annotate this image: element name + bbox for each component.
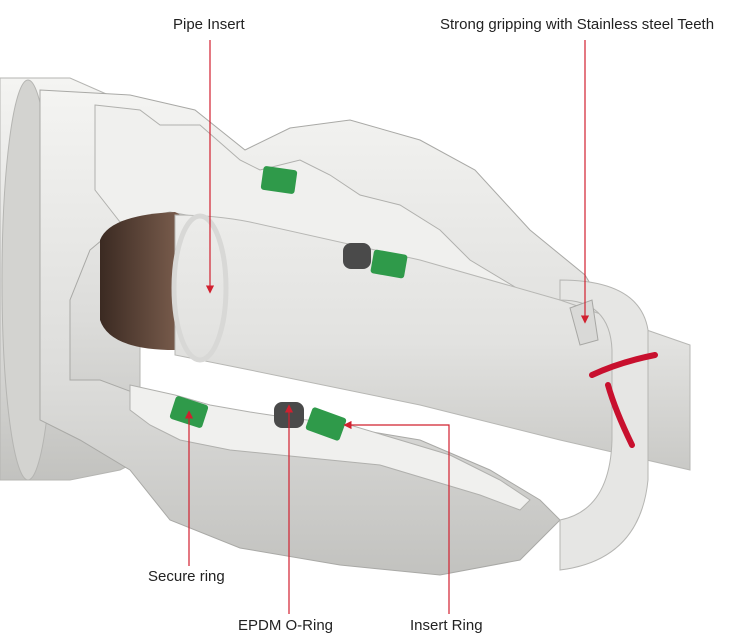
insertion-mark [589, 352, 658, 448]
label-pipe-insert: Pipe Insert [173, 16, 245, 33]
oring-top [343, 243, 371, 269]
label-stainless-teeth: Strong gripping with Stainless steel Tee… [440, 16, 715, 33]
fitting-right-collar [559, 279, 649, 571]
label-insert-ring: Insert Ring [410, 617, 483, 634]
secure-ring-top [260, 166, 298, 194]
cut-face-bottom [129, 384, 531, 511]
insert-ring-top [370, 249, 408, 279]
leader-insert-ring [343, 420, 450, 614]
pipe-insert-ring-edge [171, 213, 229, 363]
label-secure-ring: Secure ring [148, 568, 225, 585]
insert-ring-bottom [305, 407, 347, 441]
fitting-main-body [39, 89, 601, 576]
label-epdm-oring: EPDM O-Ring [238, 617, 334, 634]
